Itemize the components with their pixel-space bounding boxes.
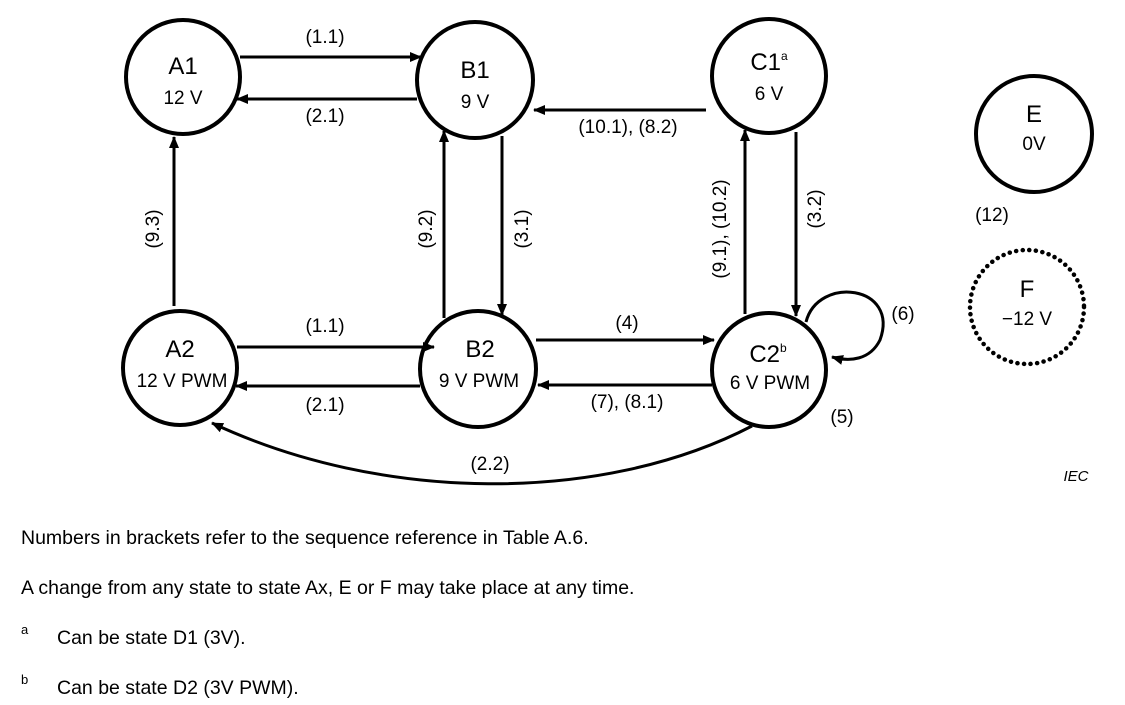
state-diagram: A1 12 V B1 9 V C1a 6 V A2 12 V PWM B2 9 … (121, 17, 1094, 486)
label-a2-to-b2: (1.1) (305, 316, 344, 337)
label-c1-to-c2: (3.2) (805, 189, 826, 228)
state-a2-name: A2 (165, 336, 194, 363)
state-b1-circle (415, 20, 535, 140)
state-b1-name: B1 (460, 57, 489, 84)
arrow-c2-self-loop (804, 290, 885, 365)
state-b2-voltage: 9 V PWM (439, 371, 519, 392)
state-c2-name: C2b (749, 341, 787, 368)
label-b1-to-a1: (2.1) (305, 106, 344, 127)
state-f-name: F (1020, 276, 1035, 303)
state-a2-circle (121, 309, 239, 427)
state-c2-circle (710, 311, 828, 429)
footnote-b-mark: b (21, 672, 29, 687)
state-c1-voltage: 6 V (755, 84, 784, 105)
label-c1-to-b1: (10.1), (8.2) (578, 117, 677, 138)
label-c2-self-loop: (6) (891, 304, 914, 325)
state-b1-voltage: 9 V (461, 92, 490, 113)
state-c2-voltage: 6 V PWM (730, 373, 810, 394)
label-e-to-f: (12) (975, 205, 1009, 226)
state-e-name: E (1026, 101, 1042, 128)
label-a1-to-b1: (1.1) (305, 27, 344, 48)
state-a1-name: A1 (168, 53, 197, 80)
label-b2-to-a2: (2.1) (305, 395, 344, 416)
state-f-voltage: −12 V (1002, 309, 1053, 330)
state-e-voltage: 0V (1022, 134, 1046, 155)
state-a1-voltage: 12 V (163, 88, 202, 109)
footnote-b-text: Can be state D2 (3V PWM). (57, 677, 299, 699)
label-c2-to-b2: (7), (8.1) (591, 392, 664, 413)
state-c1-name: C1a (750, 49, 788, 76)
state-c1-name-text: C1 (750, 49, 781, 76)
state-c1-circle (710, 17, 828, 135)
footnote-a-text: Can be state D1 (3V). (57, 627, 246, 649)
footnote-a-mark: a (21, 622, 29, 637)
note-sequence-reference: Numbers in brackets refer to the sequenc… (21, 527, 589, 549)
state-f-circle (967, 247, 1087, 367)
iec-watermark: IEC (1063, 468, 1088, 485)
label-b2-to-c2: (4) (615, 313, 638, 334)
label-b1-to-b2: (3.1) (512, 209, 533, 248)
state-e-circle (974, 74, 1094, 194)
label-c2-stay: (5) (830, 407, 853, 428)
state-c2-name-text: C2 (749, 341, 780, 368)
arrow-c2-to-a2 (211, 421, 753, 486)
label-b2-to-b1: (9.2) (416, 209, 437, 248)
state-a1-circle (124, 18, 242, 136)
state-b2-circle (418, 309, 538, 429)
label-c2-to-c1: (9.1), (10.2) (710, 179, 731, 278)
state-a2-voltage: 12 V PWM (137, 371, 228, 392)
note-state-change: A change from any state to state Ax, E o… (21, 577, 635, 599)
label-c2-to-a2: (2.2) (470, 454, 509, 475)
state-c1-sup: a (781, 49, 788, 63)
state-c2-sup: b (780, 341, 787, 355)
label-a2-to-a1: (9.3) (143, 209, 164, 248)
state-b2-name: B2 (465, 336, 494, 363)
